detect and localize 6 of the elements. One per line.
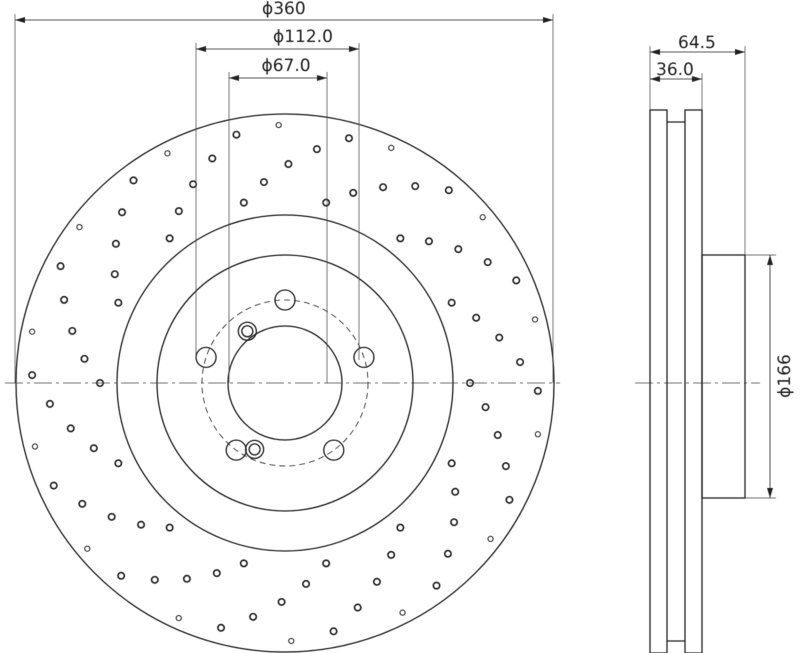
dimension-label: ϕ112.0: [273, 27, 333, 47]
dimension-label: 36.0: [656, 60, 694, 80]
dimension-label: ϕ67.0: [262, 56, 311, 76]
dimension-label: ϕ360: [262, 0, 306, 19]
dimension-label: ϕ166: [774, 354, 795, 398]
dimension-label: 64.5: [678, 33, 716, 53]
